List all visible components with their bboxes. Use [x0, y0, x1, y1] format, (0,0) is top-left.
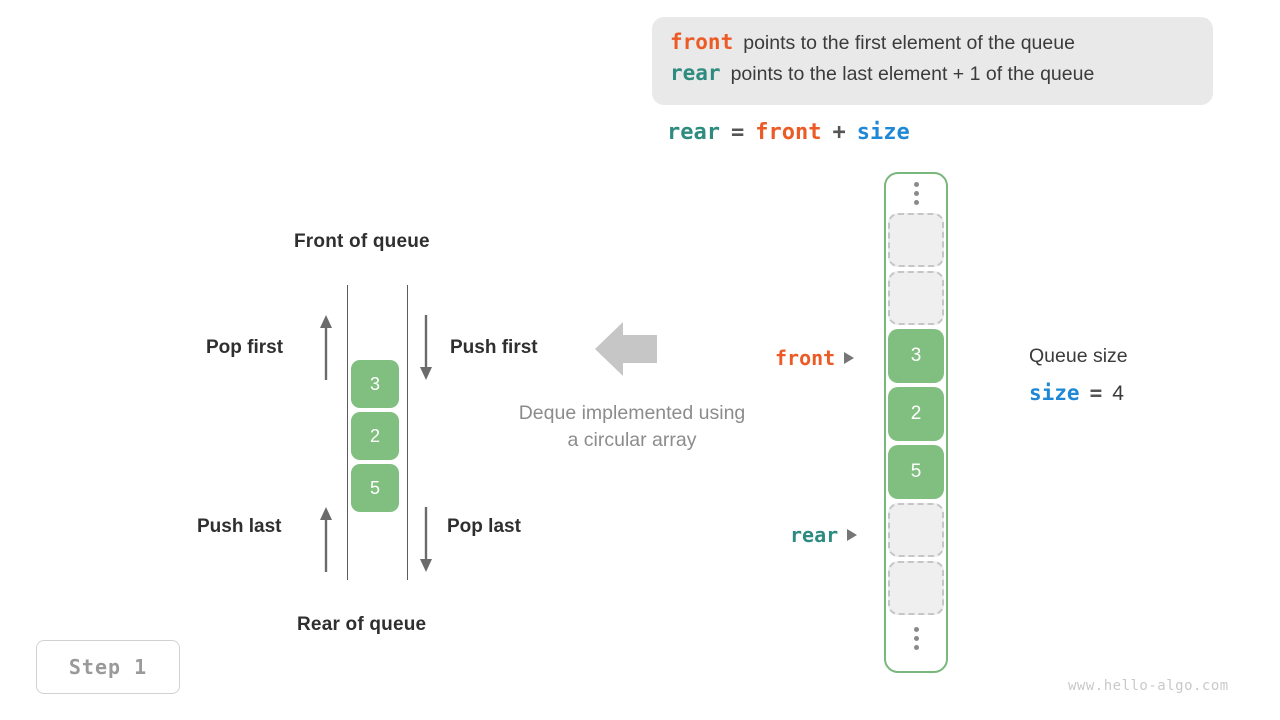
- pop-first-arrow-icon: [320, 315, 332, 380]
- push-first-label: Push first: [450, 337, 538, 358]
- formula-plus: +: [832, 120, 846, 145]
- size-keyword: size: [1029, 381, 1080, 405]
- rear-keyword: rear: [670, 61, 721, 85]
- note-line-2: a circular array: [567, 429, 697, 451]
- pop-last-arrow-icon: [420, 507, 432, 572]
- circular-array-container: 3 2 5: [884, 172, 948, 673]
- formula-size-keyword: size: [856, 120, 910, 145]
- push-last-arrow-icon: [320, 507, 332, 572]
- pointer-triangle-icon: [847, 529, 858, 541]
- left-arrow-icon: [595, 322, 657, 376]
- formula-front-keyword: front: [755, 120, 822, 145]
- deque-implementation-note: Deque implemented using a circular array: [492, 400, 772, 454]
- array-slot-filled: 3: [888, 329, 944, 383]
- deque-cell: 5: [351, 464, 399, 512]
- deque-cell: 2: [351, 412, 399, 460]
- deque-stack: 3 2 5: [351, 360, 399, 516]
- array-slot-empty: [888, 561, 944, 615]
- rear-formula: rear = front + size: [667, 120, 910, 145]
- array-slot-filled: 5: [888, 445, 944, 499]
- array-slot-empty: [888, 503, 944, 557]
- array-ellipsis-icon: [913, 619, 919, 658]
- size-expression: size = 4: [1029, 381, 1124, 406]
- deque-guide-line-left: [347, 285, 348, 580]
- rear-definition-text: points to the last element + 1 of the qu…: [730, 63, 1095, 85]
- pointer-triangle-icon: [844, 352, 855, 364]
- array-slot-empty: [888, 213, 944, 267]
- pointer-definition-box: front points to the first element of the…: [652, 17, 1213, 105]
- rear-pointer-label: rear: [790, 523, 839, 547]
- front-pointer-label: front: [775, 346, 836, 370]
- formula-equals: =: [730, 120, 745, 145]
- step-badge: Step 1: [36, 640, 180, 694]
- push-last-label: Push last: [197, 516, 282, 537]
- array-slot-empty: [888, 271, 944, 325]
- rear-of-queue-label: Rear of queue: [297, 614, 427, 635]
- rear-pointer: rear: [790, 523, 858, 547]
- queue-size-caption: Queue size: [1029, 345, 1128, 367]
- watermark: www.hello-algo.com: [1068, 678, 1229, 694]
- rear-definition-line: rear points to the last element + 1 of t…: [670, 61, 1213, 92]
- deque-guide-line-right: [407, 285, 408, 580]
- pop-last-label: Pop last: [447, 516, 521, 537]
- front-definition-line: front points to the first element of the…: [670, 30, 1213, 61]
- front-pointer: front: [775, 346, 855, 370]
- front-keyword: front: [670, 30, 734, 54]
- front-definition-text: points to the first element of the queue: [743, 32, 1075, 54]
- size-equals: =: [1089, 381, 1103, 405]
- pop-first-label: Pop first: [206, 337, 284, 358]
- note-line-1: Deque implemented using: [518, 402, 746, 424]
- size-value: 4: [1112, 382, 1124, 405]
- array-ellipsis-icon: [913, 174, 919, 213]
- array-slot-filled: 2: [888, 387, 944, 441]
- deque-cell: 3: [351, 360, 399, 408]
- push-first-arrow-icon: [420, 315, 432, 380]
- front-of-queue-label: Front of queue: [294, 231, 430, 252]
- formula-rear-keyword: rear: [667, 120, 720, 145]
